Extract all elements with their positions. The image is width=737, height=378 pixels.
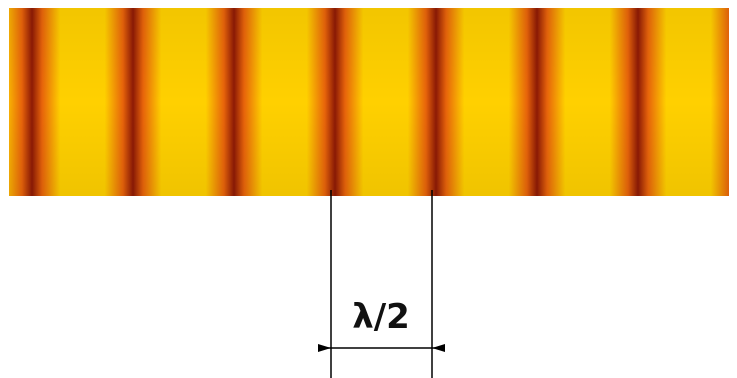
- half-wavelength-label: λ/2: [352, 297, 410, 337]
- right-arrowhead: [432, 344, 445, 352]
- left-arrowhead: [318, 344, 331, 352]
- fringe-band-shading: [9, 8, 729, 196]
